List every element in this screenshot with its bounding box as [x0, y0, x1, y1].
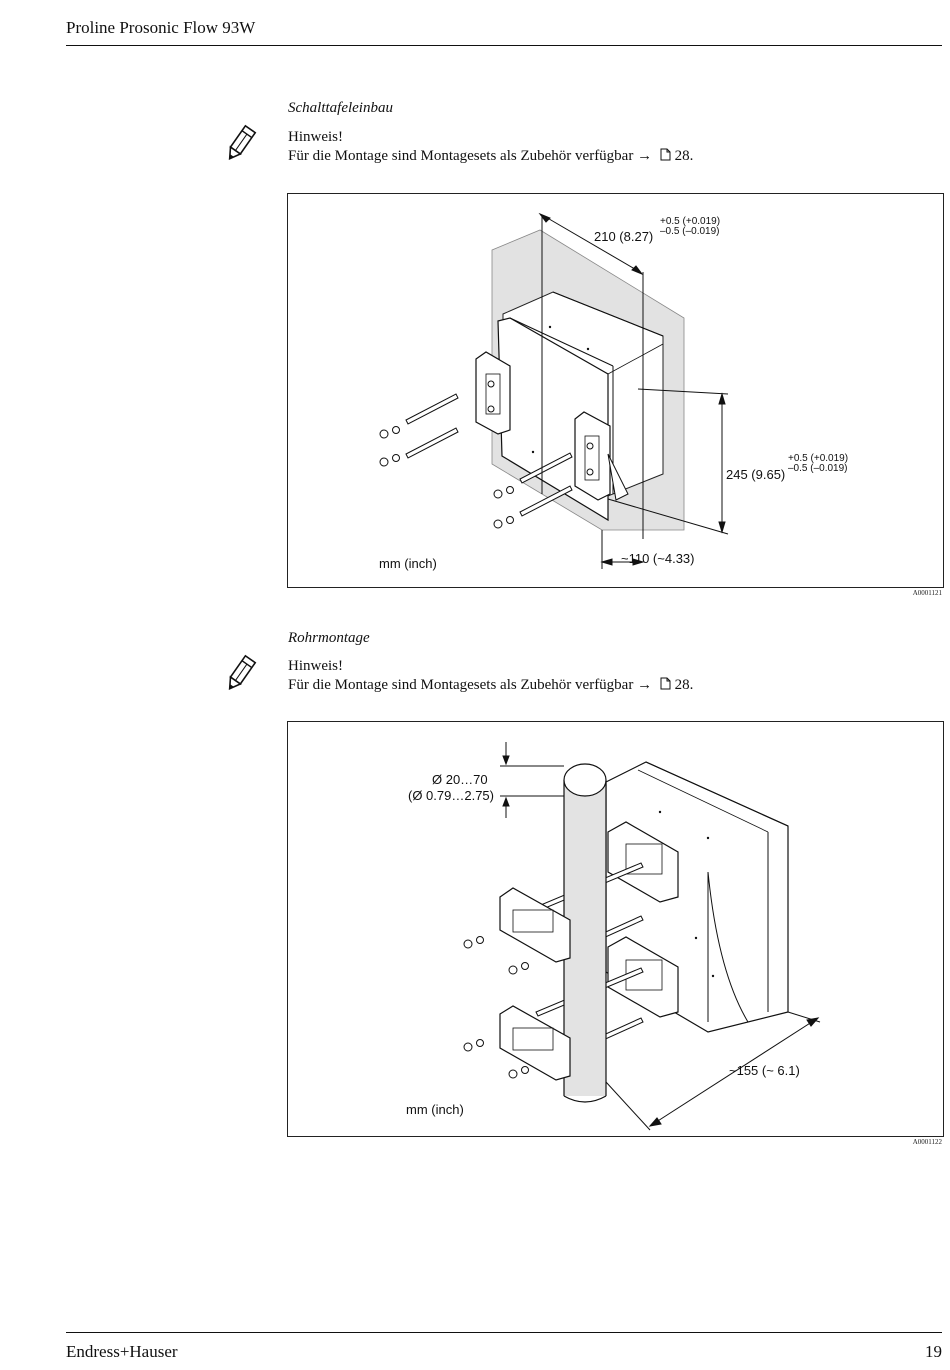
page-number: 19 — [925, 1342, 942, 1361]
pipe-clamp-plates — [499, 887, 571, 1081]
threaded-rods — [405, 393, 573, 517]
units-label: mm (inch) — [379, 556, 437, 571]
note-text: Für die Montage sind Montagesets als Zub… — [288, 148, 694, 164]
pencil-note-icon — [228, 124, 257, 161]
tol-height-plus: +0.5 (+0.019) — [788, 453, 848, 464]
note-block-1: Hinweis! Für die Montage sind Montageset… — [288, 128, 693, 166]
page-ref-icon — [660, 148, 671, 161]
nuts-and-washers — [379, 426, 514, 529]
dim-depth-label: ~110 (~4.33) — [621, 551, 694, 566]
figure-id: A0001121 — [912, 589, 942, 597]
dim-width-label: 210 (8.27) — [594, 229, 653, 244]
figure-id: A0001122 — [912, 1138, 942, 1146]
units-label: mm (inch) — [406, 1102, 464, 1117]
header-title: Proline Prosonic Flow 93W — [66, 18, 256, 37]
note-text: Für die Montage sind Montagesets als Zub… — [288, 677, 694, 693]
tol-width-minus: –0.5 (–0.019) — [660, 226, 720, 237]
section-title-pipe-mounting: Rohrmontage — [288, 630, 370, 646]
mounting-bracket-left — [475, 351, 511, 435]
header-rule — [66, 45, 942, 46]
dimension-lines — [500, 742, 821, 1131]
tol-height-minus: –0.5 (–0.019) — [788, 463, 848, 474]
note-label: Hinweis! — [288, 658, 343, 674]
note-label: Hinweis! — [288, 129, 343, 145]
tol-width-plus: +0.5 (+0.019) — [660, 216, 720, 227]
footer-rule — [66, 1332, 942, 1333]
page-ref-icon — [660, 677, 671, 690]
page-ref: 28. — [674, 677, 694, 693]
dim-depth-label: ~155 (~ 6.1) — [729, 1063, 800, 1078]
section-title-panel-mounting: Schalttafeleinbau — [288, 100, 393, 116]
housing-brackets — [607, 821, 679, 1018]
footer-company: Endress+Hauser — [66, 1342, 178, 1361]
page-ref: 28. — [674, 148, 694, 164]
pencil-note-icon — [228, 654, 257, 691]
dim-height-label: 245 (9.65) — [726, 467, 785, 482]
pipe — [563, 763, 607, 1103]
note-block-2: Hinweis! Für die Montage sind Montageset… — [288, 657, 693, 695]
dim-diameter-mm: Ø 20…70 — [432, 772, 488, 787]
figure-panel-mounting: 210 (8.27) +0.5 (+0.019) –0.5 (–0.019) 2… — [287, 193, 944, 588]
dimension-lines — [538, 212, 729, 569]
dim-diameter-in: (Ø 0.79…2.75) — [408, 788, 494, 803]
figure-pipe-mounting: Ø 20…70 (Ø 0.79…2.75) ~155 (~ 6.1) mm (i… — [287, 721, 944, 1137]
nuts-and-washers — [463, 936, 529, 1079]
mounting-bracket-right — [574, 411, 629, 501]
